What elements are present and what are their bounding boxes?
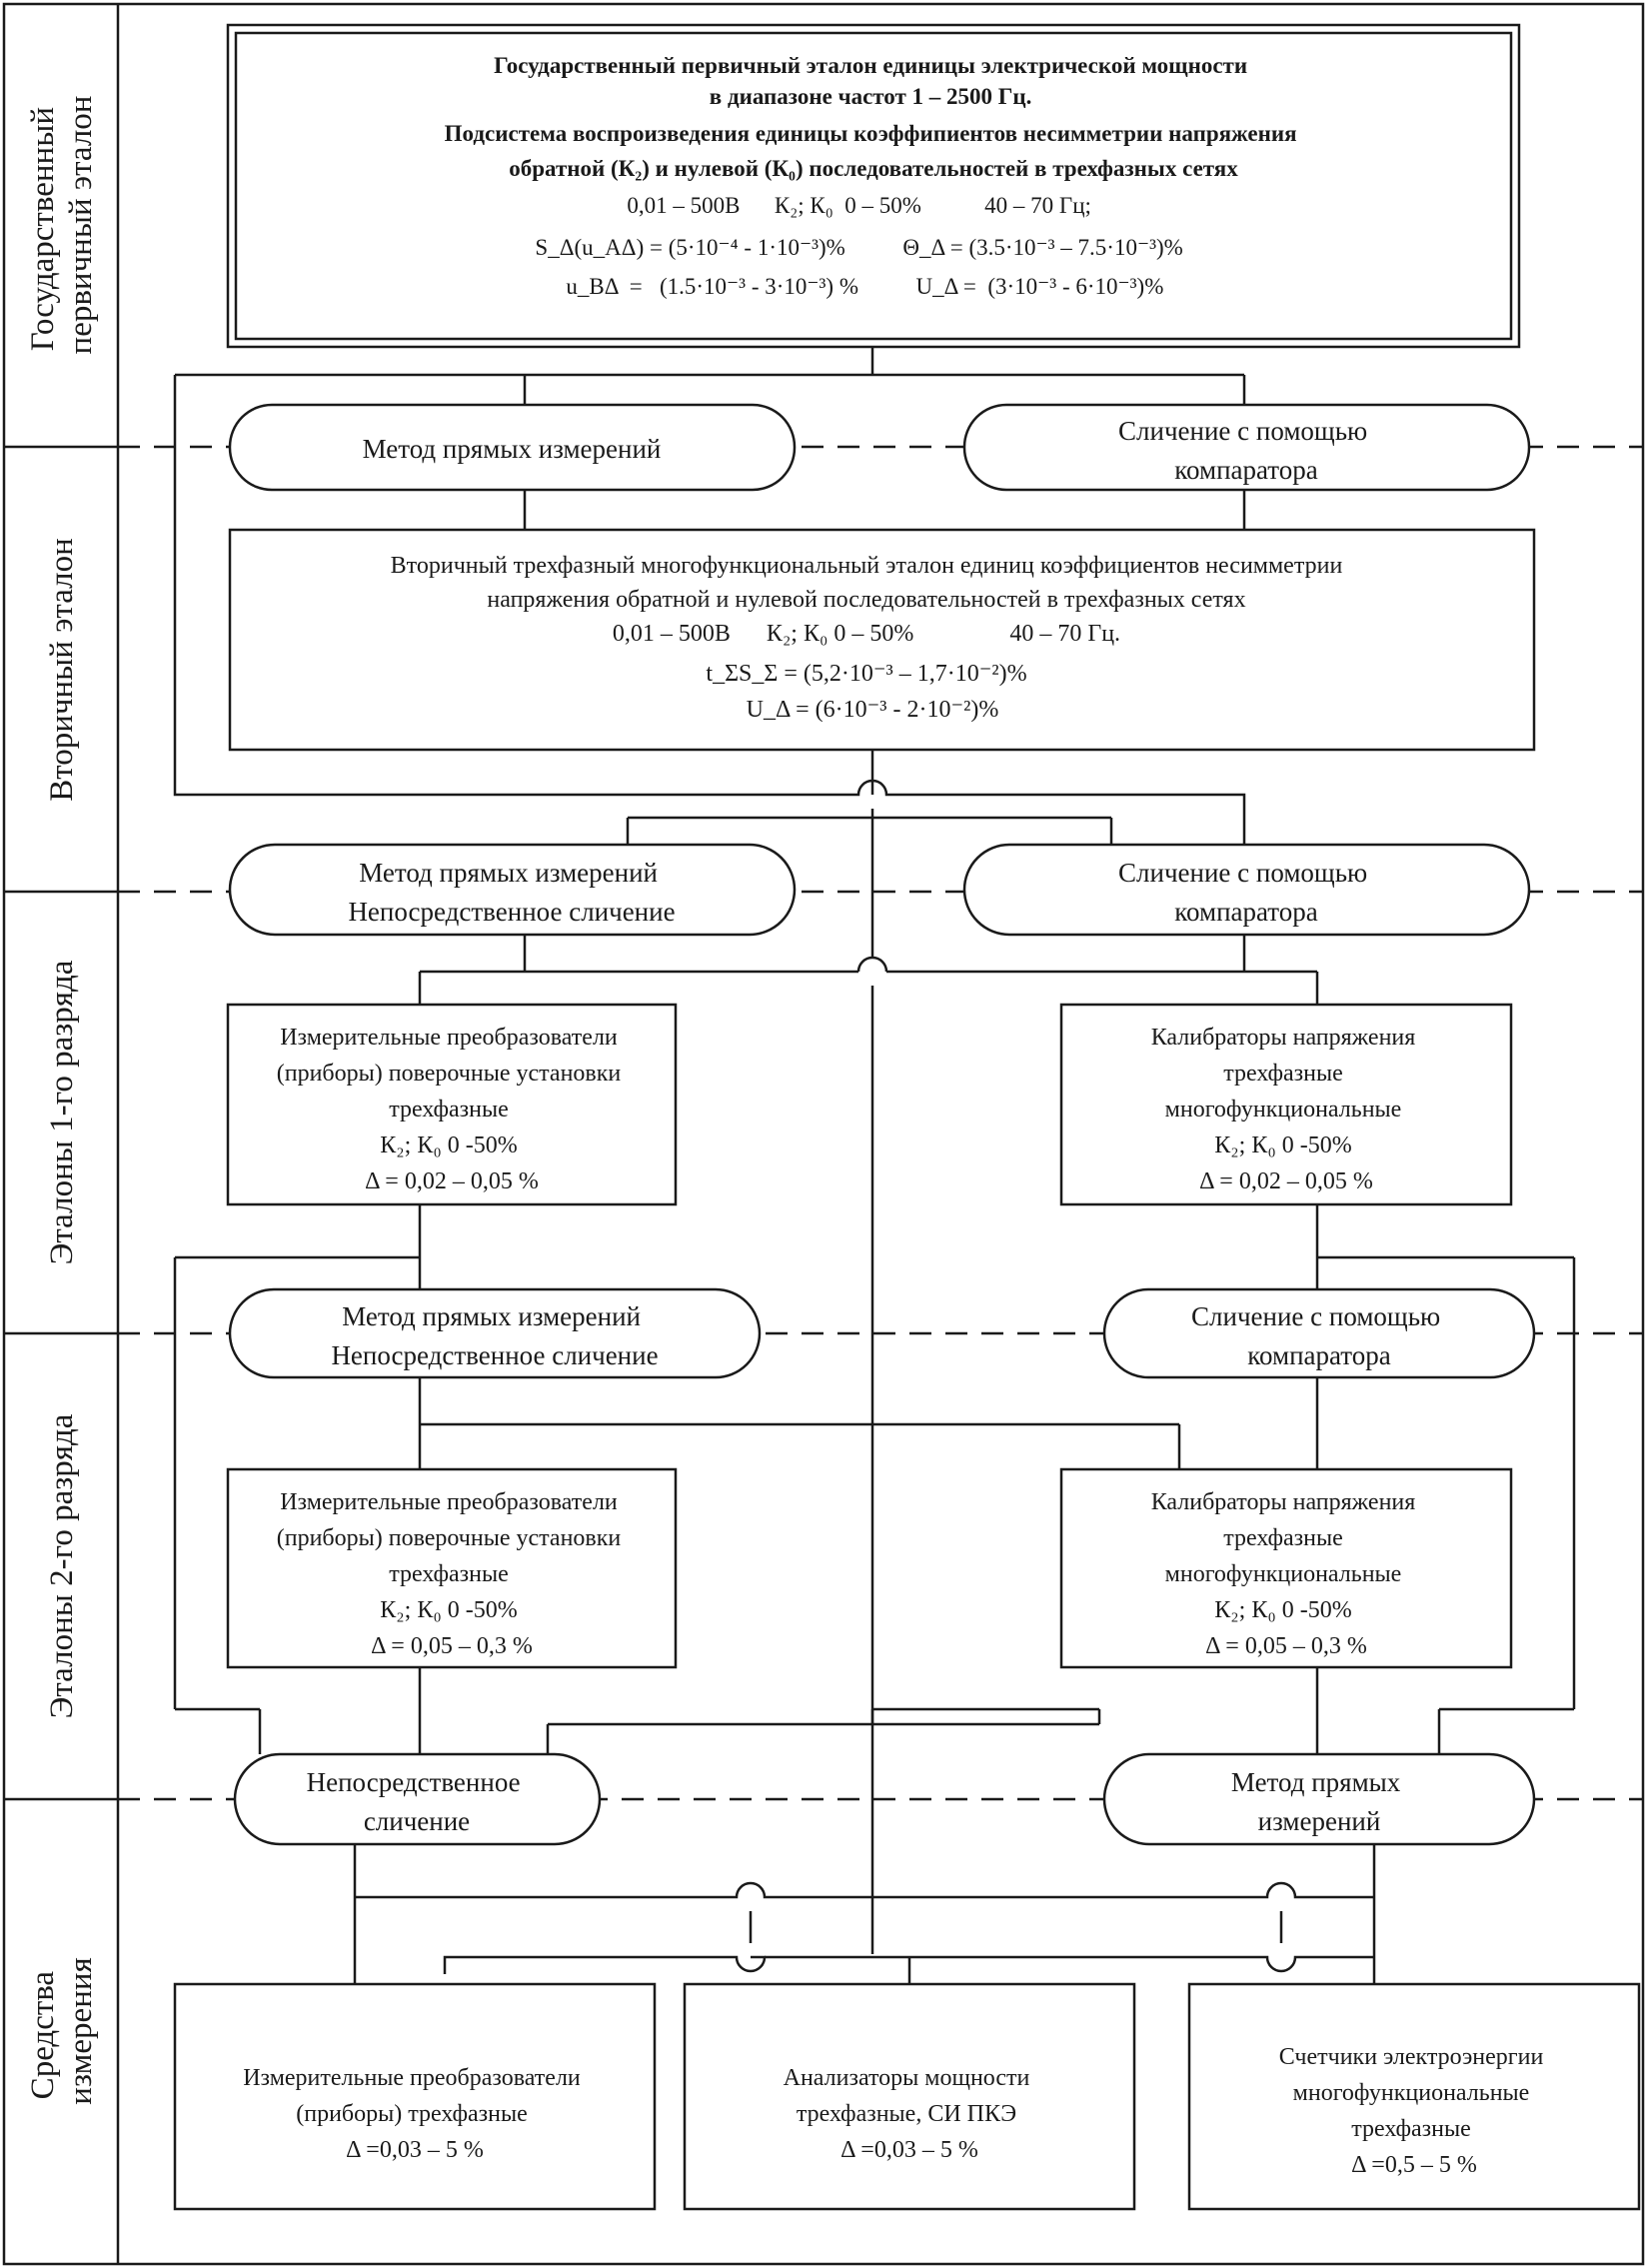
level-label-rank2: Эталоны 2-го разряда: [44, 1413, 80, 1718]
level-label-secondary-line-1: Вторичный эталон: [44, 538, 80, 802]
method-2-left-text: Метод прямых измерений Непосредственное …: [348, 858, 675, 927]
primary-standard-specs: 0,01 – 500В К₂; К₀ 0 – 50% 40 – 70 Гц; S…: [0, 0, 1212, 299]
primary-spec-line-1: 0,01 – 500В К₂; К₀ 0 – 50% 40 – 70 Гц;: [627, 193, 1091, 218]
energy-meters-text: Счетчики электроэнергии многофункциональ…: [1279, 2044, 1550, 2178]
level-label-rank1-line-1: Эталоны 1-го разряда: [44, 960, 80, 1264]
rank1-calibrators-box: [1059, 1003, 1513, 1206]
level-label-state-line-2: первичный эталон: [63, 96, 99, 355]
level-label-secondary: Вторичный эталон: [44, 538, 80, 802]
instrument-transducers-box: [173, 1982, 657, 2211]
rank2-transducers-box: [226, 1467, 678, 1669]
method-3-left-text: Метод прямых измерений Непосредственное …: [331, 1301, 658, 1370]
power-analyzers-box: [683, 1982, 1136, 2211]
power-analyzers-text: Анализаторы мощности трехфазные, СИ ПКЭ …: [784, 2065, 1036, 2163]
level-label-state: Государственный первичный эталон: [25, 96, 99, 355]
method-pill-2-left: [228, 843, 797, 937]
rank2-calibrators-text: Калибраторы напряжения трехфазные многоф…: [1151, 1489, 1422, 1659]
level-label-instruments-line-1: Средства: [25, 1971, 61, 2100]
primary-title-line-1: Государственный первичный эталон единицы…: [494, 53, 1247, 78]
level-label-rank2-line-1: Эталоны 2-го разряда: [44, 1413, 80, 1718]
level-label-instruments-line-2: измерения: [63, 1957, 99, 2104]
instrument-transducers-text: Измерительные преобразователи (приборы) …: [243, 2065, 587, 2163]
secondary-standard-text: Вторичный трехфазный многофункциональный…: [0, 0, 1372, 723]
level-label-rank1: Эталоны 1-го разряда: [44, 960, 80, 1264]
method-pill-4-left: [233, 1752, 602, 1846]
level-label-instruments: Средства измерения: [25, 1957, 99, 2104]
energy-meters-box: [1187, 1982, 1641, 2211]
method-pill-3-left: [228, 1287, 762, 1379]
method-1-right-text: Сличение с помощью компаратора: [1118, 416, 1374, 485]
method-pill-3-right: [1102, 1287, 1536, 1379]
primary-standard-box: [234, 31, 1513, 341]
rank1-transducers-box: [226, 1003, 678, 1206]
primary-title-line-3: Подсистема воспроизведения единицы коэфф…: [445, 121, 1297, 146]
method-pill-1-right: [962, 403, 1531, 492]
level-label-state-line-1: Государственный: [25, 107, 61, 351]
rank2-transducers-text: Измерительные преобразователи (приборы) …: [277, 1489, 628, 1659]
connectors: [173, 347, 1576, 1984]
rank2-calibrators-box: [1059, 1467, 1513, 1669]
primary-title-line-2: в диапазоне частот 1 – 2500 Гц.: [710, 84, 1032, 109]
primary-spec-line-3: u_BΔ = (1.5·10⁻³ - 3·10⁻³) % U_Δ = (3·10…: [566, 274, 1163, 299]
method-1-left-text: Метод прямых измерений: [363, 434, 662, 464]
rank1-transducers-text: Измерительные преобразователи (приборы) …: [277, 1025, 628, 1194]
method-3-right-text: Сличение с помощью компаратора: [1191, 1301, 1447, 1370]
method-pill-1-left: [228, 403, 797, 492]
primary-spec-line-2: S_Δ(u_AΔ) = (5·10⁻⁴ - 1·10⁻³)% Θ_Δ = (3.…: [535, 235, 1182, 260]
method-pill-2-right: [962, 843, 1531, 937]
method-4-left-text: Непосредственное сличение: [307, 1767, 528, 1836]
method-2-right-text: Сличение с помощью компаратора: [1118, 858, 1374, 927]
method-4-right-text: Метод прямых измерений: [1231, 1767, 1407, 1836]
rank1-calibrators-text: Калибраторы напряжения трехфазные многоф…: [1151, 1025, 1422, 1194]
primary-standard-title: Государственный первичный эталон единицы…: [445, 53, 1303, 181]
method-pill-4-right: [1102, 1752, 1536, 1846]
secondary-standard-box: [228, 528, 1536, 752]
primary-title-line-4: обратной (К₂) и нулевой (К₀) последовате…: [509, 156, 1238, 181]
